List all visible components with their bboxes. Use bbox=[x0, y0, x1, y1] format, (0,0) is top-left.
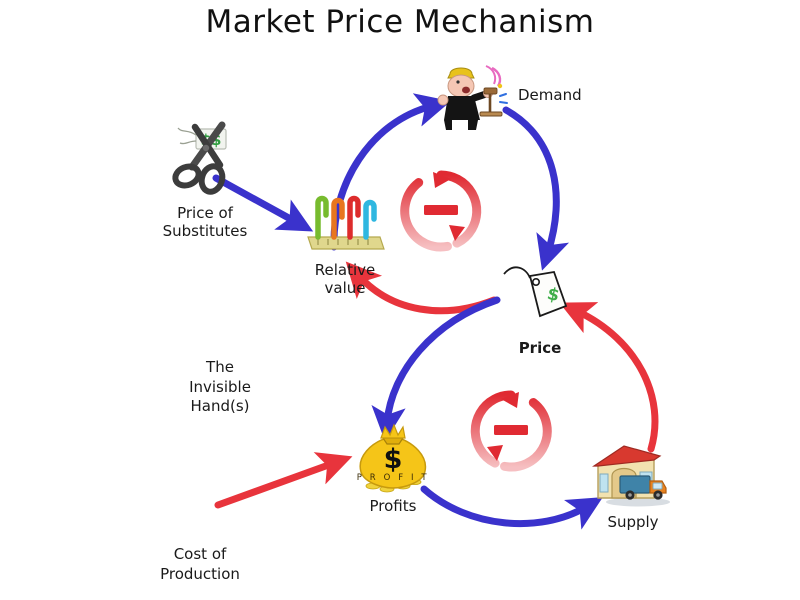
arrow-profits-to-supply bbox=[420, 485, 603, 530]
money-bag-symbol: $ bbox=[384, 444, 403, 475]
svg-text:$: $ bbox=[545, 284, 561, 306]
arrow-substitutes-to-relative-value bbox=[212, 174, 314, 232]
arrow-demand-to-price bbox=[502, 106, 570, 271]
scissors-cutting-money-icon: $$ bbox=[162, 115, 248, 203]
arrow-supply-to-price bbox=[559, 302, 659, 453]
node-label-profits: Profits bbox=[369, 497, 417, 515]
node-supply[interactable]: Supply bbox=[578, 440, 688, 532]
warehouse-truck-icon bbox=[590, 440, 676, 512]
label-invisible-hands: The Invisible Hand(s) bbox=[189, 358, 251, 415]
minus-sign-icon bbox=[424, 205, 458, 215]
money-bag-icon: $ P R O F I T bbox=[345, 422, 441, 498]
node-label-price-of-substitutes: Price of Substitutes bbox=[162, 204, 248, 240]
node-label-demand: Demand bbox=[518, 86, 582, 105]
price-tag-icon: $ bbox=[500, 262, 580, 330]
node-demand[interactable]: Demand bbox=[430, 62, 600, 136]
label-cost-of-production: Cost of Production bbox=[160, 545, 240, 583]
node-profits[interactable]: $ P R O F I T Profits bbox=[338, 422, 448, 516]
auctioneer-gavel-icon bbox=[430, 62, 514, 136]
node-relative-value[interactable]: Relative value bbox=[295, 185, 395, 297]
balancing-loop-top bbox=[400, 170, 482, 252]
balancing-loop-bottom bbox=[470, 390, 552, 472]
node-label-relative-value: Relative value bbox=[314, 261, 376, 297]
colored-bar-gauge-icon bbox=[302, 185, 388, 261]
money-bag-text: P R O F I T bbox=[357, 473, 429, 483]
page-title: Market Price Mechanism bbox=[205, 4, 595, 40]
node-label-supply: Supply bbox=[607, 513, 659, 531]
arrow-price-to-profits bbox=[371, 296, 501, 442]
node-price[interactable]: $ Price bbox=[490, 262, 590, 358]
minus-sign-icon bbox=[494, 425, 528, 435]
node-label-price: Price bbox=[518, 339, 562, 357]
arrow-cost-of-production-to-profits bbox=[214, 452, 353, 509]
node-price-of-substitutes[interactable]: $$ Price of Substitutes bbox=[140, 115, 270, 240]
